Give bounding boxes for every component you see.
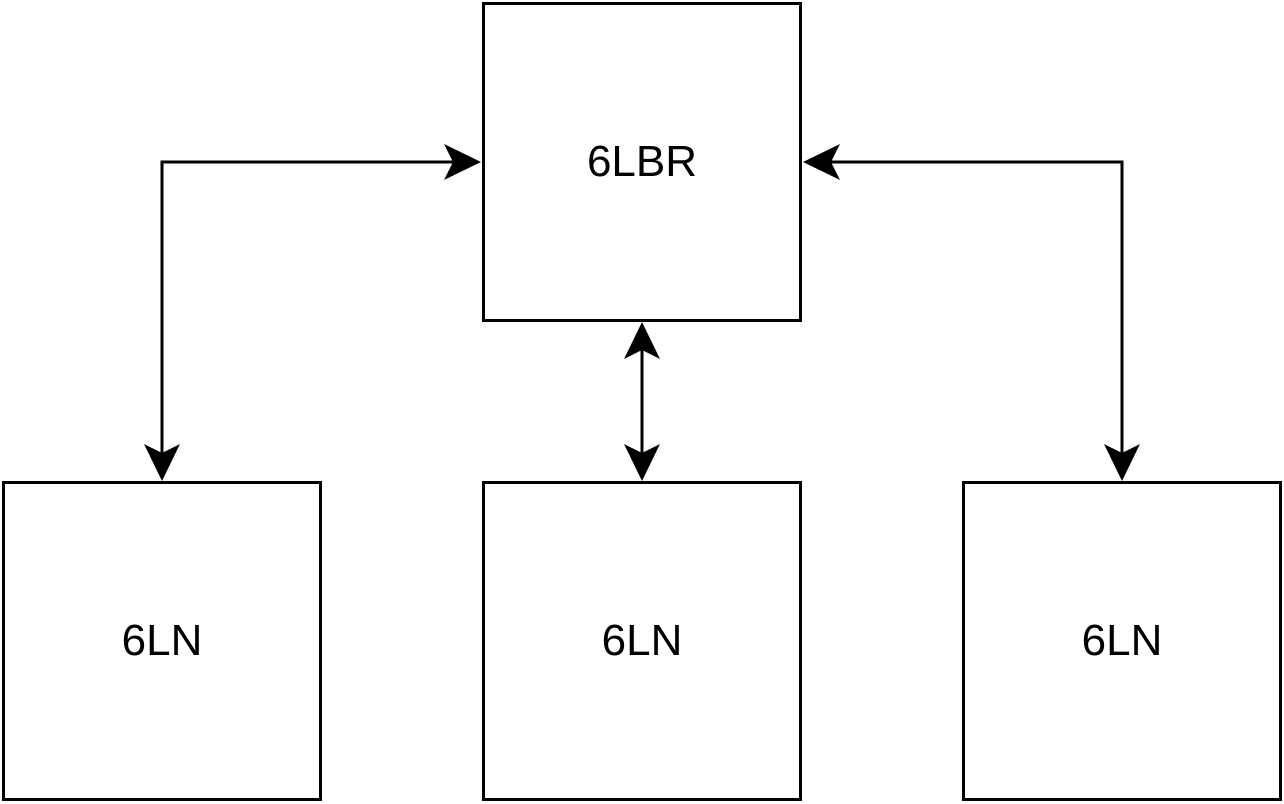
arrowhead-into-6lbr-right: [803, 144, 840, 180]
node-6lbr: 6LBR: [482, 2, 802, 322]
node-6ln-left: 6LN: [2, 481, 322, 801]
edge-6lbr-6ln-left: [160, 160, 458, 458]
node-6ln-left-label: 6LN: [121, 616, 203, 665]
node-6ln-center-label: 6LN: [601, 616, 683, 665]
arrowhead-into-6ln-right: [1104, 444, 1140, 481]
node-6ln-right: 6LN: [962, 481, 1282, 801]
node-6ln-center: 6LN: [482, 481, 802, 801]
node-6lbr-label: 6LBR: [586, 137, 698, 186]
arrowhead-into-6lbr-left: [444, 144, 481, 180]
arrowhead-into-6ln-left: [144, 444, 180, 481]
edge-6lbr-6ln-right: [826, 160, 1124, 458]
arrowhead-into-6lbr-bottom: [624, 322, 660, 359]
arrowhead-into-6ln-center: [624, 444, 660, 481]
node-6ln-right-label: 6LN: [1081, 616, 1163, 665]
